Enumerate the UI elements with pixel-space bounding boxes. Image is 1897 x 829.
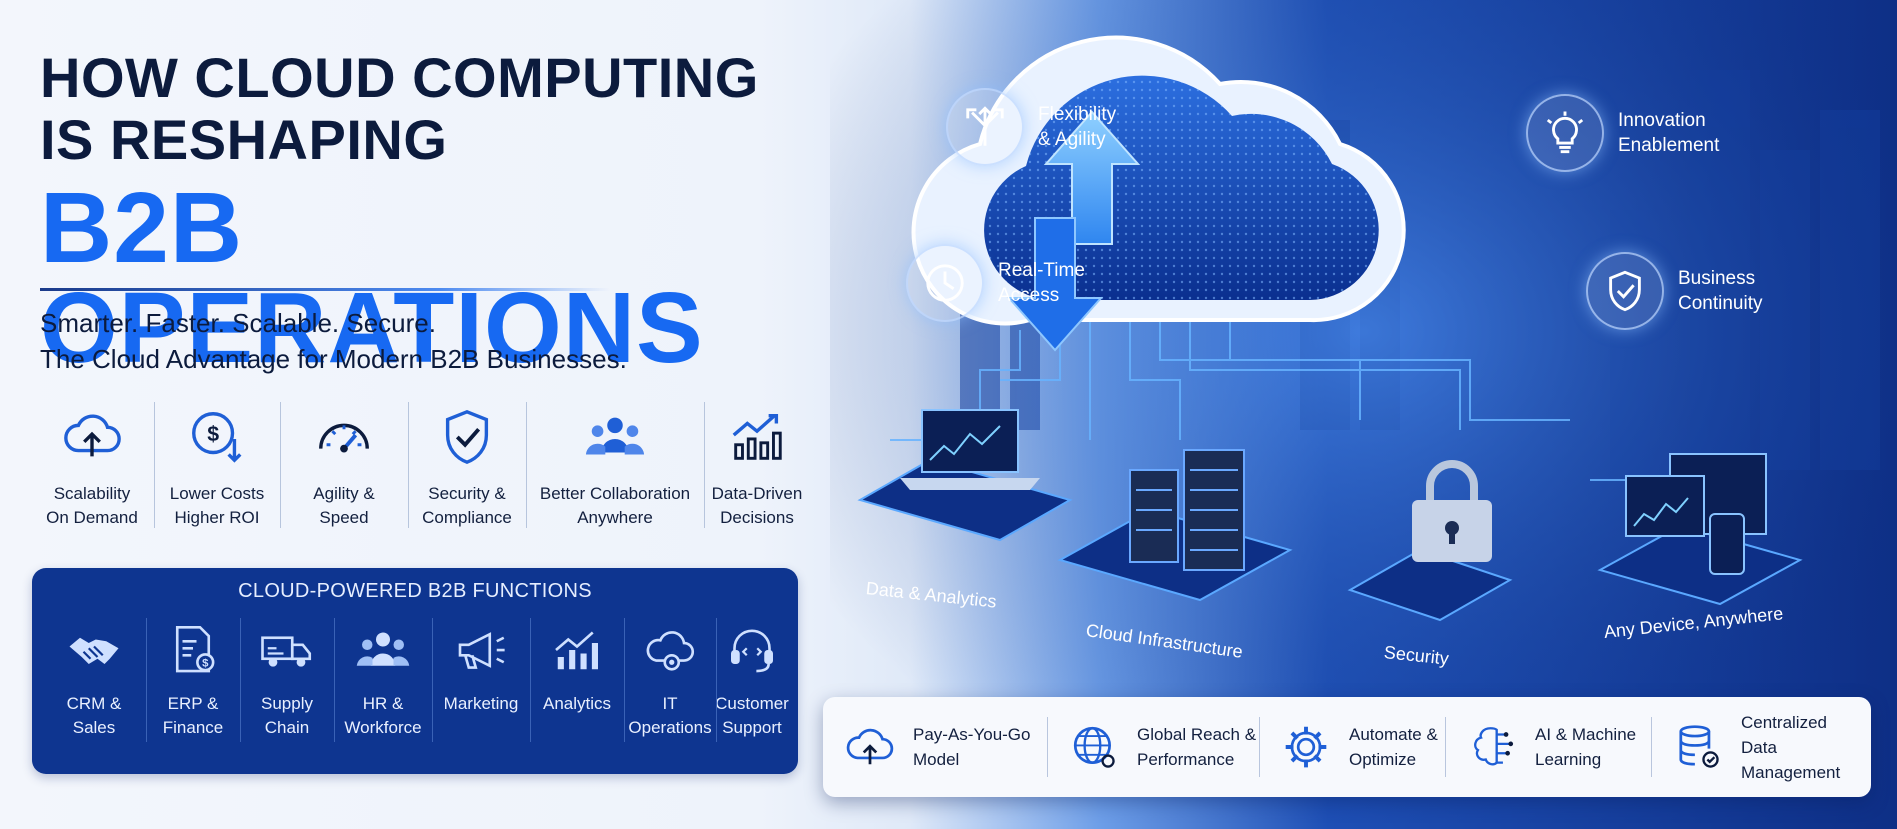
tagline-primary: Smarter. Faster. Scalable. Secure.: [40, 308, 436, 338]
cloud-gear-icon: [646, 631, 695, 671]
function-label: Analytics: [542, 694, 612, 713]
function-label: IT Operations: [628, 694, 712, 737]
feature-business-continuity: Business Continuity: [1586, 252, 1763, 330]
cloud-upload-icon: [64, 414, 121, 457]
dollar-down-icon: $: [192, 412, 242, 463]
function-it-operations: IT Operations: [624, 616, 716, 766]
feature-label: Innovation Enablement: [1618, 110, 1720, 156]
benefit-label: Lower Costs Higher ROI: [169, 484, 265, 527]
truck-icon: [261, 636, 312, 667]
benefit-agility: Agility & Speed: [280, 402, 408, 530]
function-marketing: Marketing: [432, 616, 530, 766]
shield-check-icon: [1609, 270, 1641, 312]
bar-chart-up-icon: [732, 413, 782, 460]
feature-label: Real-Time Access: [998, 260, 1085, 306]
benefit-scalability: Scalability On Demand: [30, 402, 154, 530]
feature-label: Flexibility & Agility: [1038, 104, 1117, 150]
left-column: HOW CLOUD COMPUTING IS RESHAPING B2B OPE…: [0, 0, 830, 829]
bar-item-label: Automate & Optimize: [1349, 725, 1438, 769]
bar-item-label: Pay-As-You-Go Model: [913, 725, 1031, 769]
svg-text:$: $: [202, 658, 209, 670]
bar-item-pay-as-you-go: Pay-As-You-Go Model: [823, 697, 1047, 797]
arrows-split-icon: [966, 106, 1004, 146]
title-divider: [40, 288, 610, 291]
bar-item-ai-ml: AI & Machine Learning: [1445, 697, 1651, 797]
function-label: Customer Support: [715, 694, 789, 737]
analytics-icon: [555, 631, 598, 670]
function-supply-chain: Supply Chain: [240, 616, 334, 766]
people-icon: [356, 632, 410, 666]
benefit-label: Data-Driven Decisions: [711, 484, 803, 527]
function-crm: CRM & Sales: [42, 616, 146, 766]
database-icon: [1679, 725, 1719, 768]
bar-item-label: Centralized Data Management: [1741, 712, 1841, 782]
benefit-label: Security & Compliance: [422, 484, 512, 527]
function-analytics: Analytics: [530, 616, 624, 766]
benefit-label: Better Collaboration Anywhere: [539, 484, 691, 527]
headset-icon: [731, 629, 773, 673]
cloud-upload-icon: [846, 728, 894, 765]
cloud-benefits-bar: Pay-As-You-Go Model Global Reach & Perfo…: [823, 697, 1871, 797]
feature-innovation: Innovation Enablement: [1526, 94, 1719, 172]
svg-text:$: $: [207, 422, 219, 446]
function-label: Marketing: [443, 694, 519, 713]
title-line-2: IS RESHAPING: [40, 108, 448, 171]
speedometer-icon: [319, 423, 369, 453]
benefit-security: Security & Compliance: [408, 402, 526, 530]
functions-row: CRM & Sales $ ERP & Finance Supply Chain…: [42, 616, 789, 766]
benefit-data-driven: Data-Driven Decisions: [704, 402, 810, 530]
function-label: HR & Workforce: [344, 694, 422, 737]
invoice-icon: $: [175, 625, 215, 673]
function-label: CRM & Sales: [66, 694, 122, 737]
cloud-illustration: Flexibility & Agility Real-Time Access I…: [830, 0, 1897, 829]
tagline-secondary: The Cloud Advantage for Modern B2B Busin…: [40, 344, 627, 374]
feature-flexibility: Flexibility & Agility: [946, 88, 1116, 166]
function-customer-support: Customer Support: [715, 616, 789, 766]
handshake-icon: [69, 637, 119, 664]
clock-icon: [926, 264, 964, 302]
gear-icon: [1285, 726, 1327, 768]
functions-panel: CLOUD-POWERED B2B FUNCTIONS CRM & Sales …: [32, 568, 798, 774]
benefits-row: Scalability On Demand $ Lower Costs High…: [30, 402, 810, 530]
benefit-collaboration: Better Collaboration Anywhere: [526, 402, 704, 530]
shield-check-icon: [445, 409, 489, 464]
function-label: Supply Chain: [261, 694, 313, 737]
benefit-costs: $ Lower Costs Higher ROI: [154, 402, 280, 530]
team-icon: [585, 417, 645, 455]
lightbulb-icon: [1546, 111, 1584, 154]
globe-icon: [1073, 726, 1115, 768]
title-highlight: B2B OPERATIONS: [40, 172, 704, 384]
bar-item-label: AI & Machine Learning: [1535, 725, 1637, 769]
bar-item-automate: Automate & Optimize: [1259, 697, 1445, 797]
function-hr: HR & Workforce: [334, 616, 432, 766]
bar-item-label: Global Reach & Performance: [1137, 725, 1257, 769]
functions-panel-title: CLOUD-POWERED B2B FUNCTIONS: [238, 580, 592, 602]
brain-circuit-icon: [1474, 727, 1514, 766]
bar-item-global-reach: Global Reach & Performance: [1047, 697, 1259, 797]
bar-item-centralized-data: Centralized Data Management: [1651, 697, 1867, 797]
feature-label: Business Continuity: [1678, 268, 1763, 314]
benefit-label: Scalability On Demand: [46, 484, 138, 527]
function-label: ERP & Finance: [162, 694, 224, 737]
benefit-label: Agility & Speed: [313, 484, 375, 527]
title-line-1: HOW CLOUD COMPUTING: [40, 46, 759, 109]
function-erp: $ ERP & Finance: [146, 616, 240, 766]
feature-real-time: Real-Time Access: [906, 244, 1085, 322]
megaphone-icon: [458, 632, 505, 669]
